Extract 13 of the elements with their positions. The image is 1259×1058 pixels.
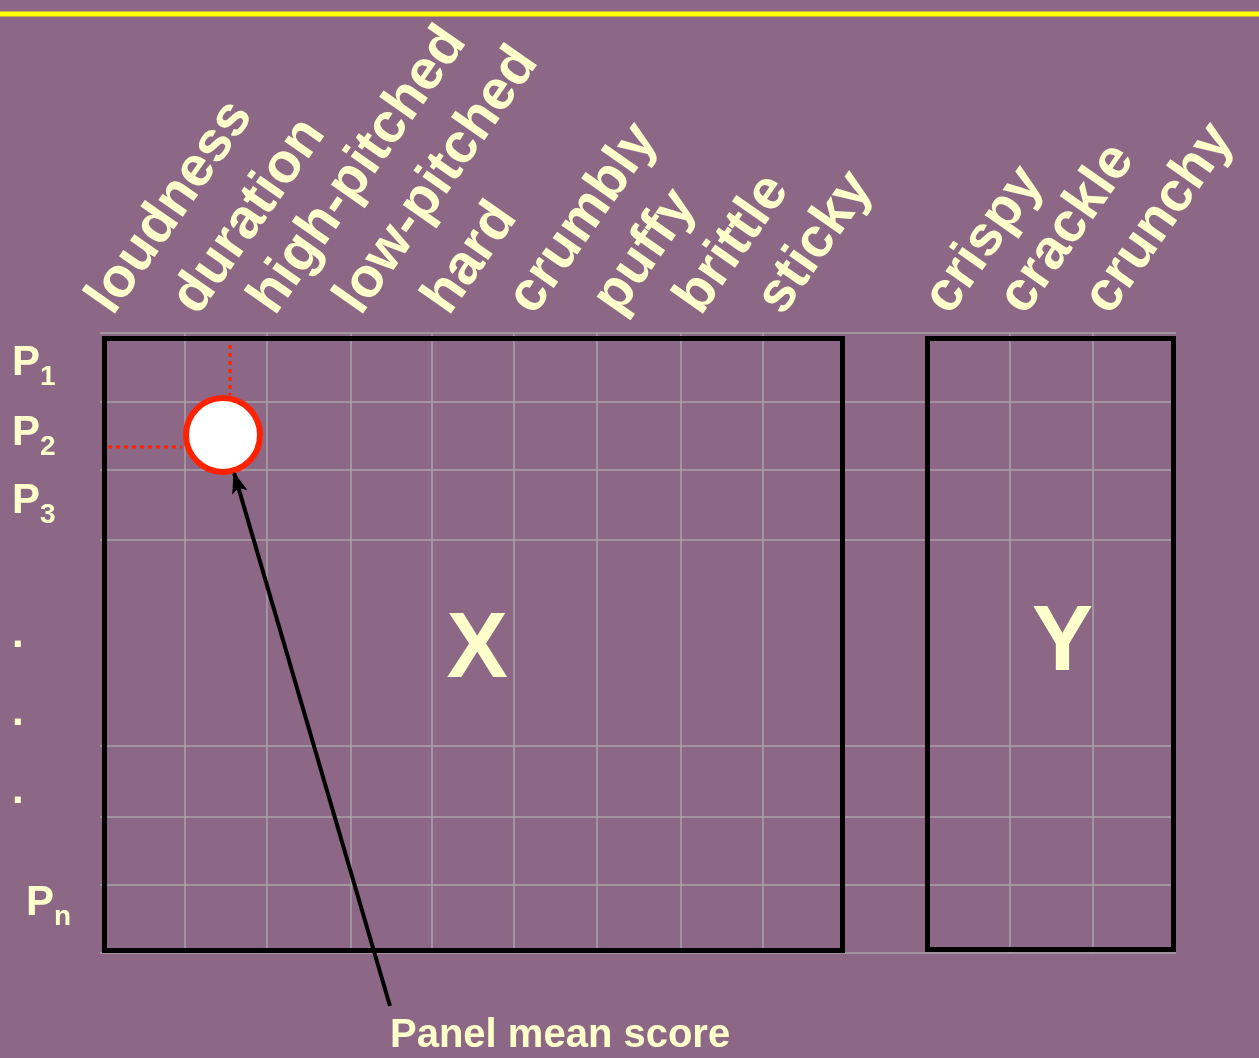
row-label: . [12,612,24,654]
matrix-letter: Y [1031,591,1094,684]
matrix-box [925,336,1176,952]
matrix-box [102,336,845,953]
arrow [232,471,392,1007]
annotation-label: Panel mean score [390,1010,731,1056]
row-label: P$_{1}$ [12,340,56,390]
row-label: P$_{n}$ [26,880,72,930]
row-label: . [12,690,24,732]
row-label: P$_{3}$ [12,478,56,528]
row-label: . [12,768,24,810]
matrix-letter: X [446,598,508,691]
row-label: P$_{2}$ [12,410,56,460]
